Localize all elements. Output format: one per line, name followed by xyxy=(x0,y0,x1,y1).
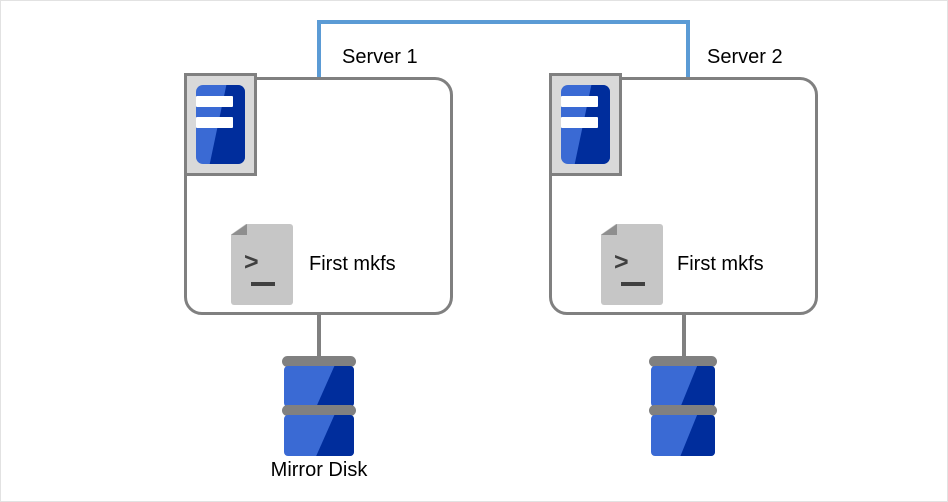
server-2-disk-cable xyxy=(682,313,686,358)
chassis-bay-icon xyxy=(196,117,233,128)
server-2-operation-label: First mkfs xyxy=(677,253,764,275)
chassis-bay-icon xyxy=(561,117,598,128)
disk-platter xyxy=(284,415,354,456)
interconnect-left-drop xyxy=(317,20,321,78)
server-2-mkfs-document-icon: > xyxy=(601,224,663,305)
server-1-disk-label: Mirror Disk xyxy=(270,459,368,481)
terminal-prompt-glyph: > xyxy=(244,248,259,276)
server-1-mkfs-document-icon: > xyxy=(231,224,293,305)
server-1-operation-label: First mkfs xyxy=(309,253,396,275)
interconnect-horizontal-line xyxy=(317,20,690,24)
document-fold-corner-icon xyxy=(601,224,617,235)
disk-platter xyxy=(651,415,715,456)
disk-bar xyxy=(649,405,717,416)
server-1-chassis-icon xyxy=(184,73,257,176)
document-sheet xyxy=(601,224,663,305)
server-1-disk-cable xyxy=(317,313,321,358)
document-sheet xyxy=(231,224,293,305)
chassis-bay-icon xyxy=(561,96,598,107)
document-fold-corner-icon xyxy=(231,224,247,235)
terminal-cursor-icon xyxy=(251,282,275,286)
chassis-bay-icon xyxy=(196,96,233,107)
disk-bar xyxy=(649,356,717,367)
disk-bar xyxy=(282,356,356,367)
interconnect-right-drop xyxy=(686,20,690,78)
server-2-label: Server 2 xyxy=(707,46,783,68)
disk-bar xyxy=(282,405,356,416)
server-1-disk-icon xyxy=(282,356,356,456)
disk-platter xyxy=(651,366,715,407)
disk-platter xyxy=(284,366,354,407)
terminal-prompt-glyph: > xyxy=(614,248,629,276)
server-2-disk-icon xyxy=(649,356,717,456)
server-1-label: Server 1 xyxy=(342,46,418,68)
server-2-chassis-icon xyxy=(549,73,622,176)
terminal-cursor-icon xyxy=(621,282,645,286)
